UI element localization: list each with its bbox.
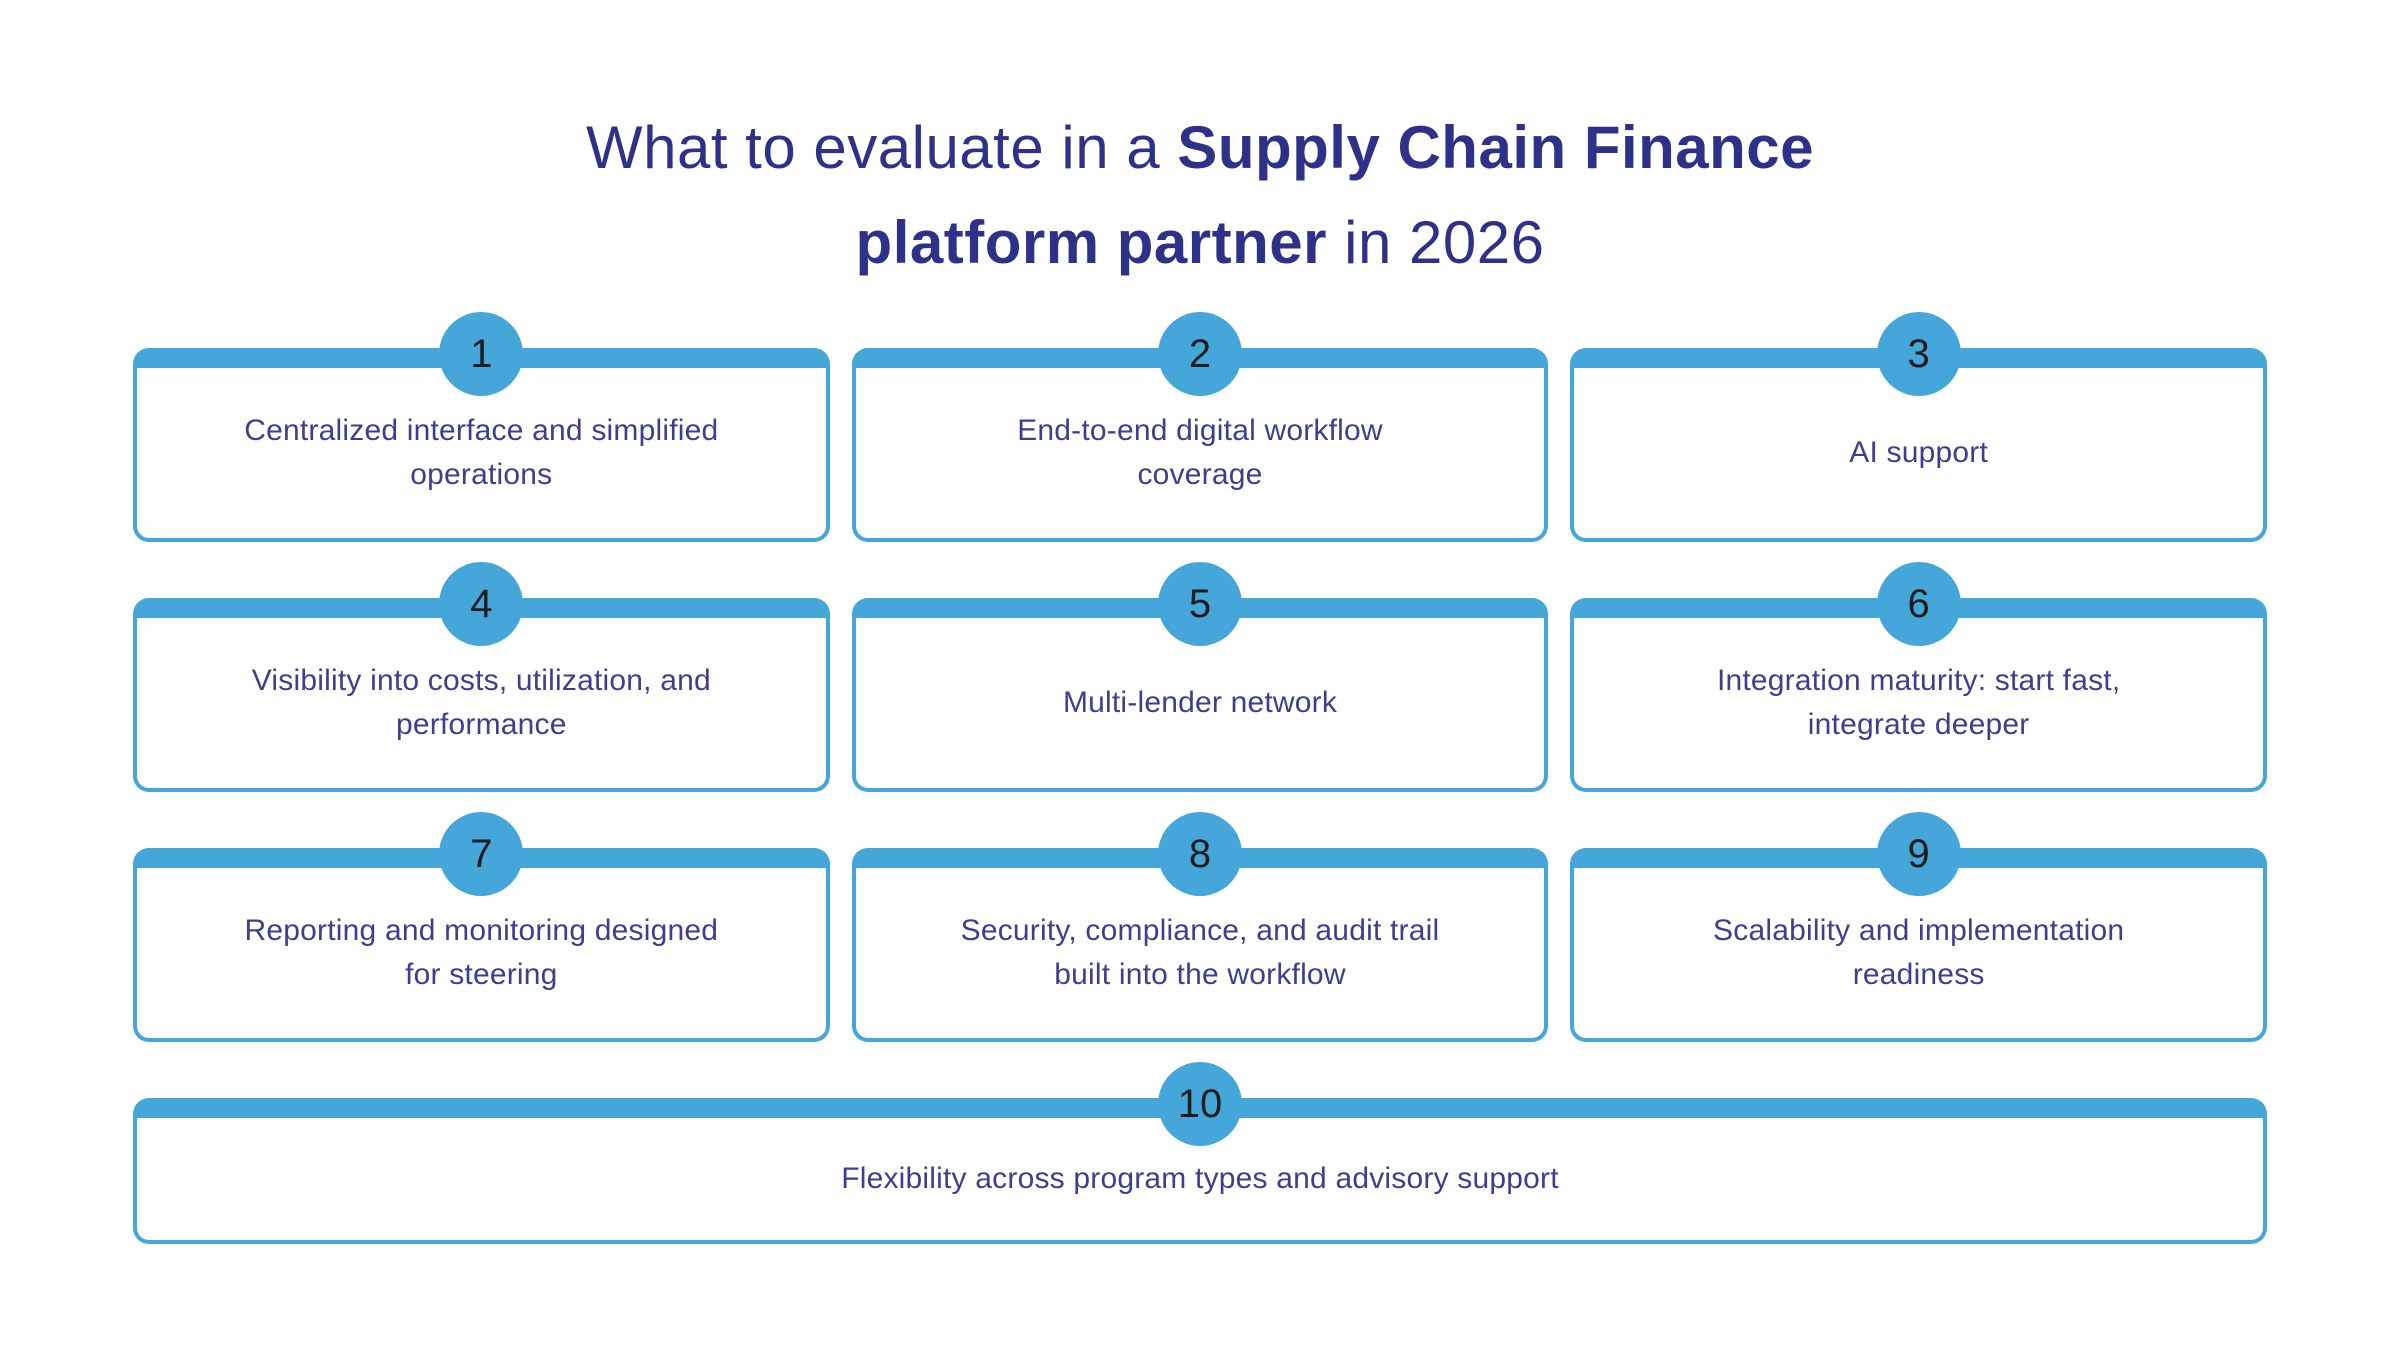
card-number: 7 bbox=[470, 832, 493, 876]
card-number: 10 bbox=[1177, 1082, 1223, 1126]
number-badge: 2 bbox=[1157, 312, 1242, 396]
card-number: 9 bbox=[1907, 832, 1930, 876]
cards-grid: 1 Centralized interface and simplified o… bbox=[133, 312, 2267, 1244]
card-label: Scalability and implementation readiness bbox=[1713, 914, 2125, 991]
card-label: Reporting and monitoring designed for st… bbox=[244, 914, 719, 991]
evaluation-card-10: 10 Flexibility across program types and … bbox=[133, 1062, 2267, 1244]
number-badge: 5 bbox=[1157, 562, 1242, 646]
number-badge: 9 bbox=[1876, 812, 1961, 896]
card-number: 1 bbox=[470, 332, 493, 376]
evaluation-card-6: 6 Integration maturity: start fast, inte… bbox=[1570, 562, 2267, 792]
evaluation-card-2: 2 End-to-end digital workflow coverage bbox=[851, 312, 1549, 542]
number-badge: 6 bbox=[1876, 562, 1961, 646]
evaluation-card-7: 7 Reporting and monitoring designed for … bbox=[133, 812, 830, 1042]
number-badge: 4 bbox=[439, 562, 524, 646]
evaluation-card-1: 1 Centralized interface and simplified o… bbox=[133, 312, 830, 542]
title-bold-2: platform partner bbox=[855, 209, 1327, 276]
evaluation-card-8: 8 Security, compliance, and audit trail … bbox=[851, 812, 1549, 1042]
card-label: Multi-lender network bbox=[1062, 686, 1338, 719]
title-bold-1: Supply Chain Finance bbox=[1177, 114, 1815, 181]
card-number: 5 bbox=[1188, 582, 1212, 626]
card-label: AI support bbox=[1849, 436, 1989, 469]
evaluation-card-9: 9 Scalability and implementation readine… bbox=[1570, 812, 2267, 1042]
card-label: Flexibility across program types and adv… bbox=[841, 1162, 1559, 1195]
title-regular-1: What to evaluate in a bbox=[585, 114, 1178, 181]
card-number: 2 bbox=[1188, 332, 1212, 376]
card-label: Visibility into costs, utilization, and … bbox=[251, 664, 711, 741]
page-title: What to evaluate in a Supply Chain Finan… bbox=[0, 0, 2400, 290]
infographic: What to evaluate in a Supply Chain Finan… bbox=[0, 0, 2400, 1244]
card-number: 4 bbox=[470, 582, 493, 626]
card-number: 3 bbox=[1907, 332, 1930, 376]
evaluation-card-4: 4 Visibility into costs, utilization, an… bbox=[133, 562, 830, 792]
number-badge: 10 bbox=[1158, 1062, 1242, 1146]
number-badge: 3 bbox=[1876, 312, 1961, 396]
card-label: Integration maturity: start fast, integr… bbox=[1716, 664, 2121, 741]
title-regular-2: in 2026 bbox=[1326, 209, 1545, 276]
number-badge: 1 bbox=[439, 312, 524, 396]
evaluation-card-3: 3 AI support bbox=[1570, 312, 2267, 542]
number-badge: 8 bbox=[1157, 812, 1242, 896]
card-label: End-to-end digital workflow coverage bbox=[1017, 414, 1383, 491]
card-label: Security, compliance, and audit trail bu… bbox=[960, 914, 1440, 991]
number-badge: 7 bbox=[439, 812, 524, 896]
card-number: 6 bbox=[1907, 582, 1930, 626]
card-label: Centralized interface and simplified ope… bbox=[244, 414, 719, 491]
card-number: 8 bbox=[1188, 832, 1212, 876]
evaluation-card-5: 5 Multi-lender network bbox=[851, 562, 1549, 792]
